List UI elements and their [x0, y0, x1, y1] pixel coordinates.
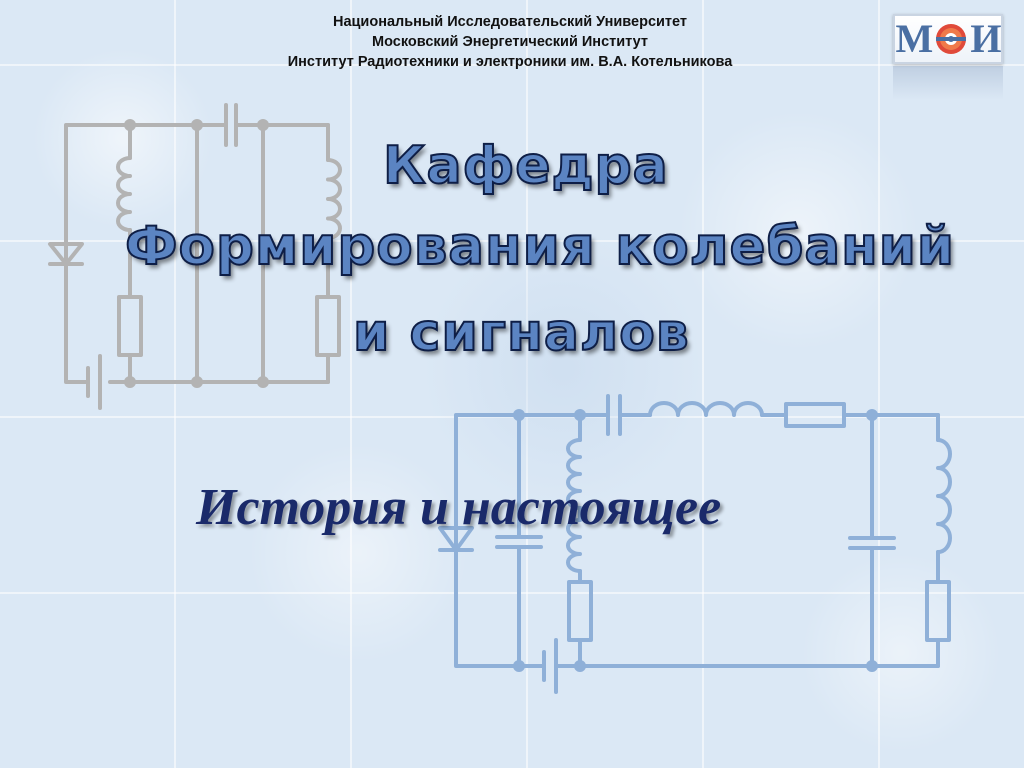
header-line-faculty: Институт Радиотехники и электроники им. …	[287, 54, 733, 70]
title-formation: Формирования колебаний	[124, 215, 956, 278]
logo-letter-i: И	[970, 16, 1001, 61]
logo-letter-m: М	[895, 16, 934, 61]
header-line-university: Национальный Исследовательский Университ…	[332, 14, 688, 30]
mei-logo: М И	[893, 14, 1003, 64]
title-signals: и сигналов	[352, 302, 690, 364]
mei-emblem-icon	[936, 24, 967, 54]
subtitle-history: История и настоящее	[196, 479, 722, 536]
title-department: Кафедра	[382, 135, 669, 197]
header: Национальный Исследовательский Университ…	[200, 12, 820, 72]
logo-reflection	[893, 66, 1003, 100]
header-line-institute: Московский Энергетический Институт	[372, 34, 648, 50]
